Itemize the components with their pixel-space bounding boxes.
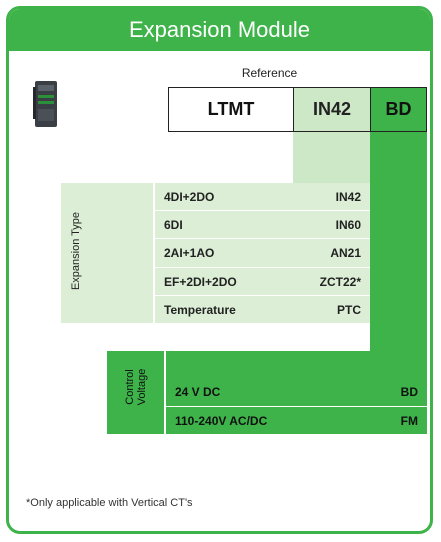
voltage-row-code: FM xyxy=(401,414,418,428)
expansion-row: EF+2DI+2DO ZCT22* xyxy=(155,268,370,295)
expansion-row-code: AN21 xyxy=(330,246,361,260)
expansion-row: 2AI+1AO AN21 xyxy=(155,239,370,267)
expansion-row: 6DI IN60 xyxy=(155,211,370,238)
expansion-code-box: IN42 xyxy=(293,87,371,132)
voltage-row: 24 V DC BD xyxy=(166,378,427,406)
footnote: *Only applicable with Vertical CT's xyxy=(26,497,193,509)
expansion-type-label: Expansion Type xyxy=(70,196,82,306)
voltage-row-code: BD xyxy=(401,385,418,399)
expansion-row-name: EF+2DI+2DO xyxy=(164,275,237,289)
voltage-row-name: 110-240V AC/DC xyxy=(175,414,267,428)
expansion-row-code: ZCT22* xyxy=(320,275,361,289)
voltage-row-name: 24 V DC xyxy=(175,385,220,399)
expansion-row-name: 6DI xyxy=(164,218,183,232)
control-voltage-label-line2: Voltage xyxy=(136,352,148,422)
expansion-row-code: IN42 xyxy=(336,190,361,204)
voltage-code-box: BD xyxy=(370,87,427,132)
expansion-row-name: 4DI+2DO xyxy=(164,190,214,204)
voltage-row: 110-240V AC/DC FM xyxy=(166,407,427,434)
expansion-row: 4DI+2DO IN42 xyxy=(155,183,370,210)
expansion-row-name: 2AI+1AO xyxy=(164,246,214,260)
expansion-row: Temperature PTC xyxy=(155,296,370,323)
control-voltage-label-line1: Control xyxy=(124,352,136,422)
expansion-row-name: Temperature xyxy=(164,303,236,317)
base-code-box: LTMT xyxy=(168,87,294,132)
expansion-module-card: Expansion Module Reference LTMT IN42 BD … xyxy=(6,6,433,534)
card-title: Expansion Module xyxy=(9,9,430,51)
expansion-row-code: PTC xyxy=(337,303,361,317)
module-device-icon xyxy=(31,79,61,129)
control-voltage-label: Control Voltage xyxy=(124,352,148,422)
expansion-row-code: IN60 xyxy=(336,218,361,232)
reference-label: Reference xyxy=(168,66,371,80)
